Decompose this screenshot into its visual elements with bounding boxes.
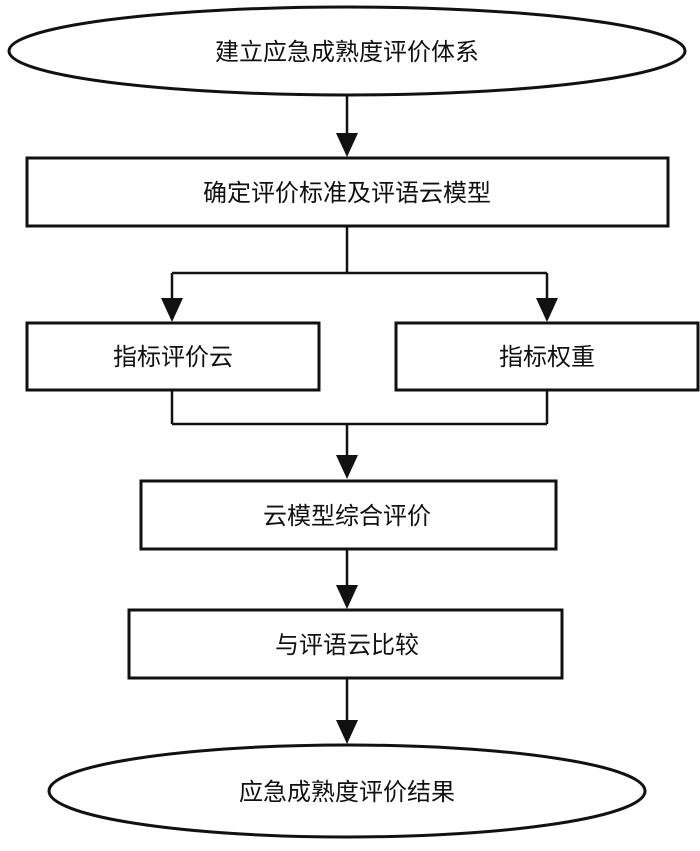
arrowhead bbox=[536, 298, 558, 322]
step2-label: 云模型综合评价 bbox=[263, 502, 431, 530]
arrow-step2-to-step3 bbox=[336, 549, 358, 609]
arrowhead bbox=[161, 298, 183, 322]
arrowhead bbox=[336, 720, 358, 744]
step1-box bbox=[25, 156, 670, 228]
end-node: 应急成熟度评价结果 bbox=[47, 743, 647, 839]
merge-connector bbox=[170, 390, 549, 479]
step2-node: 云模型综合评价 bbox=[139, 479, 558, 551]
right-branch-box bbox=[394, 321, 700, 392]
arrow-start-to-step1 bbox=[336, 95, 358, 157]
right-branch-node: 指标权重 bbox=[394, 321, 700, 392]
arrowhead bbox=[336, 455, 358, 479]
split-connector bbox=[161, 226, 558, 322]
end-ellipse bbox=[47, 743, 647, 839]
step3-box bbox=[127, 608, 564, 680]
right-branch-label: 指标权重 bbox=[499, 343, 595, 371]
arrowhead bbox=[336, 585, 358, 609]
arrow-step3-to-end bbox=[336, 678, 358, 744]
step2-box bbox=[139, 479, 558, 551]
step3-label: 与评语云比较 bbox=[275, 631, 419, 659]
left-branch-label: 指标评价云 bbox=[113, 343, 233, 371]
step1-node: 确定评价标准及评语云模型 bbox=[25, 156, 670, 228]
left-branch-node: 指标评价云 bbox=[25, 321, 321, 392]
arrowhead bbox=[336, 133, 358, 157]
step1-label: 确定评价标准及评语云模型 bbox=[203, 179, 491, 207]
start-node: 建立应急成熟度评价体系 bbox=[7, 5, 687, 97]
start-label: 建立应急成熟度评价体系 bbox=[215, 38, 479, 66]
end-label: 应急成熟度评价结果 bbox=[239, 778, 455, 806]
step3-node: 与评语云比较 bbox=[127, 608, 564, 680]
